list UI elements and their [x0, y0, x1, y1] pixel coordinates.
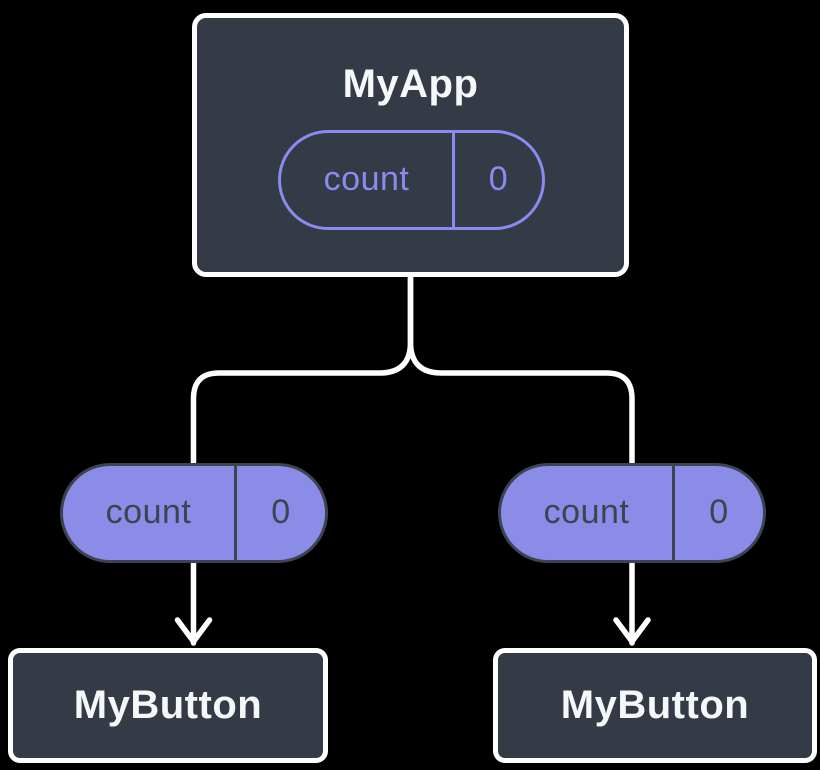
- mybutton-node-left: MyButton: [8, 648, 328, 763]
- prop-pill-left: count 0: [60, 463, 328, 563]
- mybutton-right-title: MyButton: [560, 683, 750, 727]
- state-pill: count 0: [278, 130, 545, 230]
- state-pill-label: count: [281, 133, 455, 227]
- arrowhead-left-icon: [174, 617, 213, 645]
- mybutton-node-right: MyButton: [493, 648, 817, 763]
- prop-pill-left-value: 0: [271, 492, 291, 531]
- prop-pill-right-label: count: [501, 466, 675, 560]
- arrowhead-right-icon: [613, 617, 651, 645]
- prop-pill-right-value: 0: [709, 492, 729, 531]
- mybutton-left-title: MyButton: [73, 683, 263, 727]
- prop-pill-right: count 0: [498, 463, 766, 563]
- state-pill-value: 0: [488, 159, 509, 198]
- connector-root-to-left-pill: [190, 274, 414, 646]
- myapp-node: MyApp count 0: [192, 13, 629, 277]
- prop-pill-left-label: count: [63, 466, 237, 560]
- myapp-node-title: MyApp: [342, 62, 479, 106]
- connector-root-to-right-pill: [407, 274, 635, 646]
